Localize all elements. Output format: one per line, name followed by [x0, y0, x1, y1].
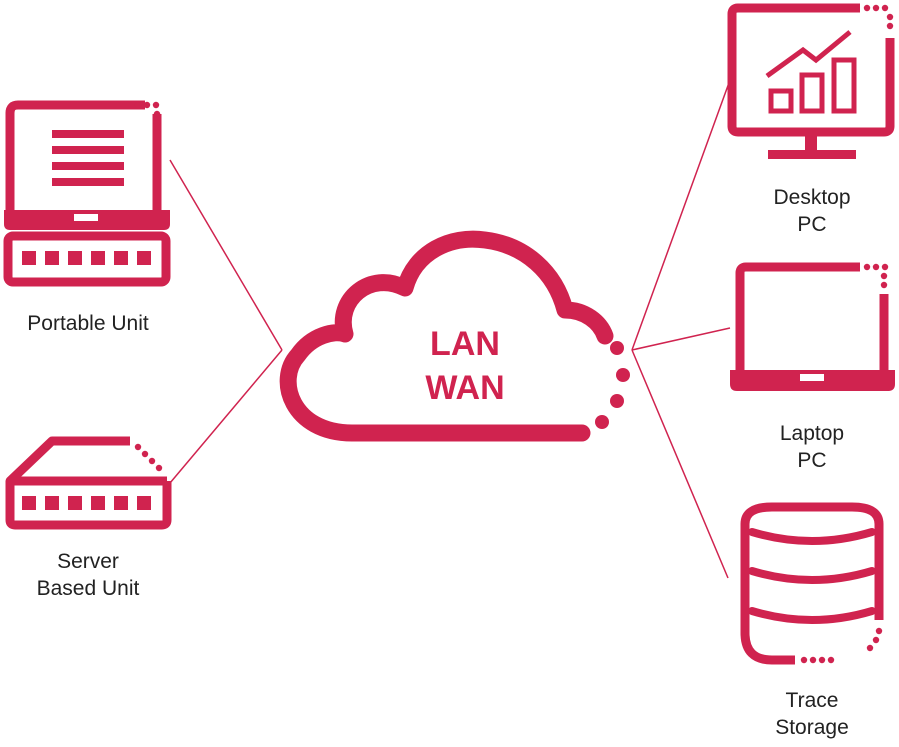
connector-desktop-pc: [631, 79, 731, 351]
desktop-pc-label-line1: Desktop: [773, 186, 851, 209]
trace-storage-label-line2: Storage: [775, 716, 849, 739]
laptop-pc-label-line1: Laptop: [779, 422, 845, 445]
cloud-icon: [279, 230, 630, 442]
cloud-label: LAN WAN: [365, 322, 565, 410]
cloud-label-wan: WAN: [425, 369, 505, 407]
database-icon: [740, 502, 884, 665]
portable-unit-label: Portable Unit: [0, 310, 176, 337]
desktop-pc-label: Desktop PC: [732, 184, 892, 238]
trace-storage-label: Trace Storage: [732, 687, 892, 741]
desktop-monitor-icon: [727, 3, 895, 159]
trace-storage-label-line1: Trace: [785, 689, 839, 712]
connector-trace-storage: [631, 349, 729, 579]
connector-laptop-pc: [631, 327, 731, 351]
server-icon: [5, 436, 172, 530]
server-unit-label-line1: Server: [57, 550, 119, 573]
server-unit-label-line2: Based Unit: [36, 577, 140, 600]
desktop-pc-label-line2: PC: [797, 213, 827, 236]
laptop-icon: [730, 262, 895, 391]
laptop-pc-label: Laptop PC: [732, 420, 892, 474]
connectors: [169, 79, 731, 579]
connector-server-unit: [169, 349, 283, 484]
cloud-label-lan: LAN: [430, 325, 500, 363]
portable-unit-label-text: Portable Unit: [27, 312, 149, 335]
connector-portable-unit: [169, 159, 283, 351]
laptop-pc-label-line2: PC: [797, 449, 827, 472]
portable-unit-icon: [3, 100, 171, 287]
server-unit-label: Server Based Unit: [0, 548, 176, 602]
